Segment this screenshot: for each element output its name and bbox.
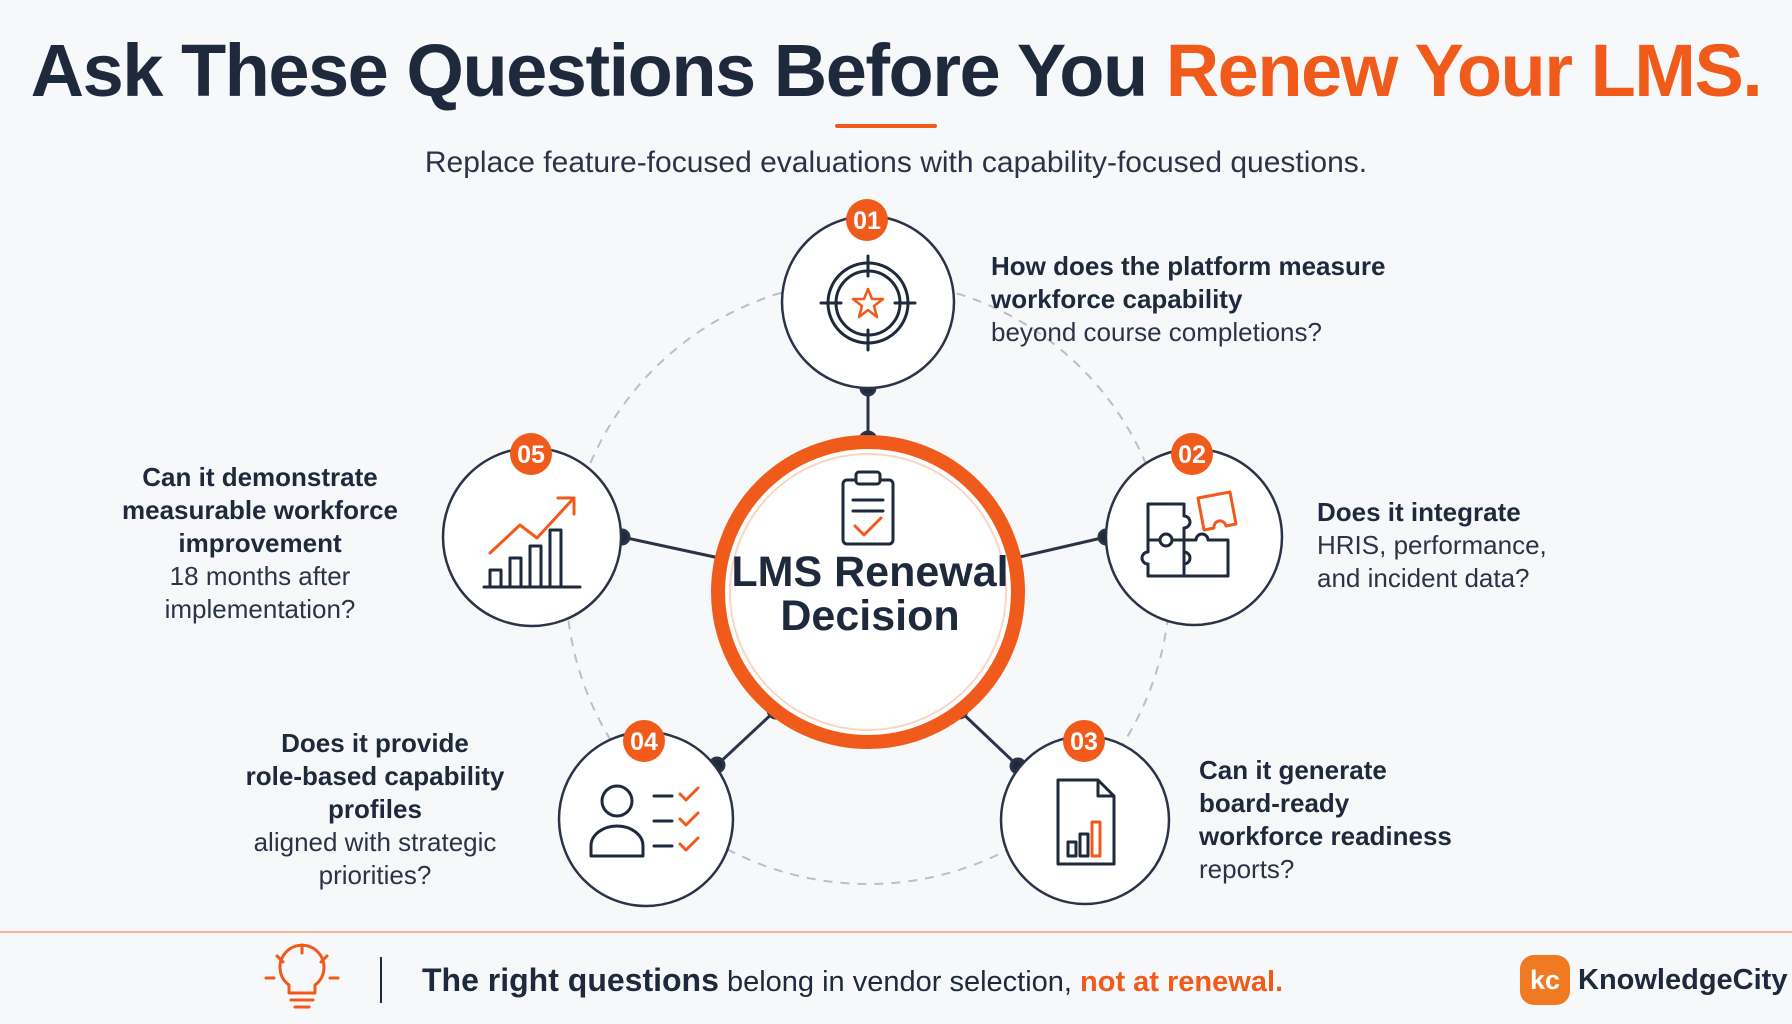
question-1-bold-line-1: How does the platform measure (991, 251, 1386, 281)
footer-bold: The right questions (422, 962, 719, 998)
badge-number-03: 03 (1070, 728, 1098, 756)
question-3-bold-line-3: workforce readiness (1199, 821, 1452, 851)
question-2-bold-line-1: Does it integrate (1317, 497, 1521, 527)
hub-circle (711, 435, 1025, 749)
badge-04 (623, 720, 665, 762)
question-5-normal-line-1: 18 months after (169, 561, 351, 591)
question-2-text: Does it integrate HRIS, performance, and… (1317, 496, 1547, 595)
question-3-normal-line-1: reports? (1199, 854, 1295, 884)
question-5-bold-line-3: improvement (178, 528, 342, 558)
lightbulb-icon (264, 943, 340, 1009)
growth-chart-icon (482, 496, 582, 589)
profile-checklist-icon (589, 784, 700, 858)
clipboard-check-icon (841, 470, 895, 546)
footer-tagline: The right questions belong in vendor sel… (422, 962, 1283, 999)
question-2-normal-line-1: HRIS, performance, (1317, 530, 1547, 560)
badge-03 (1063, 720, 1105, 762)
question-1-circle (780, 214, 956, 390)
hub-label: LMS Renewal Decision (731, 548, 1009, 640)
title-accent: Renew Your LMS. (1165, 29, 1763, 112)
question-5-bold-line-2: measurable workforce (121, 495, 398, 525)
puzzle-icon (1140, 490, 1238, 578)
badge-02 (1171, 433, 1213, 475)
badge-number-05: 05 (517, 441, 545, 469)
question-5-bold-line-1: Can it demonstrate (142, 462, 378, 492)
question-4-normal-line-2: priorities? (318, 860, 432, 890)
question-4-text: Does it provide role-based capability pr… (225, 727, 525, 892)
question-2-circle (1104, 447, 1284, 627)
title-underline (835, 124, 937, 128)
question-3-text: Can it generate board-ready workforce re… (1199, 754, 1452, 886)
page-title: Ask These Questions Before You Renew You… (0, 28, 1792, 113)
question-1-normal-line-1: beyond course completions? (991, 317, 1322, 347)
target-star-icon (819, 254, 917, 352)
question-3-bold-line-2: board-ready (1199, 788, 1350, 818)
question-5-normal-line-2: implementation? (164, 594, 356, 624)
footer-middle: belong in vendor selection, (718, 966, 1081, 998)
kc-logo-icon: kc (1520, 955, 1570, 1005)
question-4-bold-line-1: Does it provide (281, 728, 469, 758)
question-5-text: Can it demonstrate measurable workforce … (110, 461, 410, 626)
badge-number-04: 04 (630, 728, 658, 756)
question-2-normal-line-2: and incident data? (1317, 563, 1530, 593)
footer-accent: not at renewal. (1080, 966, 1284, 998)
number-badges (510, 199, 1213, 762)
title-main: Ask These Questions Before You (30, 29, 1166, 112)
question-4-bold-line-3: profiles (328, 794, 422, 824)
question-3-bold-line-1: Can it generate (1199, 755, 1387, 785)
question-1-bold-line-2: workforce capability (991, 284, 1243, 314)
question-1-text: How does the platform measure workforce … (991, 250, 1385, 349)
badge-number-01: 01 (853, 207, 881, 235)
question-4-bold-line-2: role-based capability (245, 761, 505, 791)
report-chart-icon (1056, 778, 1116, 866)
footer-divider (0, 931, 1792, 933)
question-4-normal-line-1: aligned with strategic (253, 827, 497, 857)
badge-05 (510, 433, 552, 475)
page-subtitle: Replace feature-focused evaluations with… (424, 146, 1368, 179)
brand-name: KnowledgeCity (1578, 964, 1788, 996)
badge-number-02: 02 (1178, 441, 1206, 469)
footer-separator (380, 957, 382, 1003)
badge-01 (846, 199, 888, 241)
